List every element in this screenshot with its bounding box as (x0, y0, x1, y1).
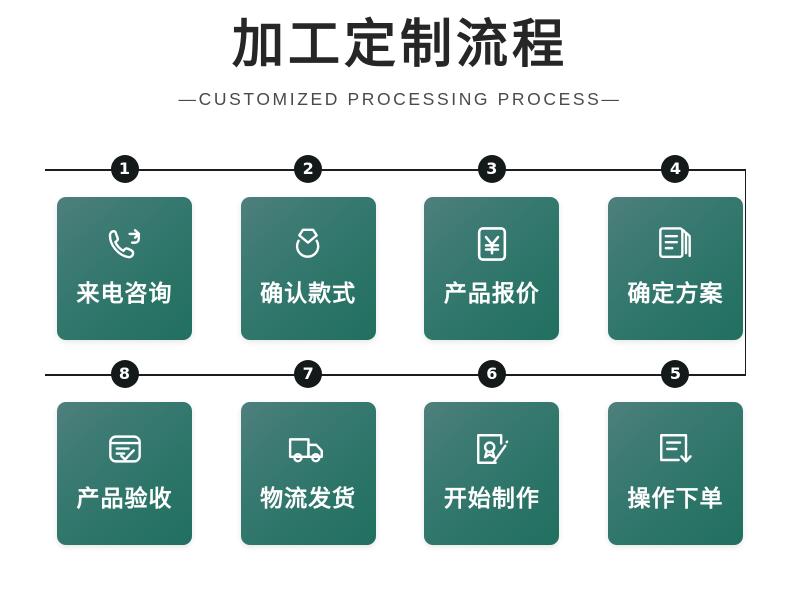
step-badge-number: 6 (477, 360, 506, 388)
step-card[interactable]: 开始制作 (424, 402, 560, 545)
connector-line-right (744, 169, 747, 376)
page-subtitle: —CUSTOMIZED PROCESSING PROCESS— (178, 89, 622, 109)
step-label: 确认款式 (260, 281, 357, 307)
step-badge-number: 3 (477, 155, 506, 183)
process-step-5[interactable]: 5 操作下单 (607, 360, 743, 545)
step-card[interactable]: 确定方案 (607, 197, 743, 340)
step-card[interactable]: 确认款式 (240, 197, 376, 340)
step-badge-number: 4 (661, 155, 690, 183)
document-download-icon (652, 426, 698, 472)
step-card[interactable]: 产品报价 (424, 197, 560, 340)
step-badge-number: 5 (661, 360, 690, 388)
connector-line-bottom (45, 374, 746, 376)
phone-forward-icon (102, 221, 148, 267)
step-label: 确定方案 (627, 281, 724, 307)
connector-line-top (45, 169, 746, 171)
diamond-ring-icon (285, 221, 331, 267)
delivery-truck-icon (285, 426, 331, 472)
step-badge-number: 1 (110, 155, 139, 183)
design-document-pen-icon (469, 426, 515, 472)
step-label: 产品验收 (76, 486, 173, 512)
process-step-6[interactable]: 6 开始制作 (424, 360, 560, 545)
step-card[interactable]: 物流发货 (240, 402, 376, 545)
step-badge-number: 2 (294, 155, 323, 183)
process-step-4[interactable]: 4 确定方案 (607, 155, 743, 340)
process-step-8[interactable]: 8 产品验收 (57, 360, 192, 545)
documents-stack-icon (652, 221, 698, 267)
process-step-2[interactable]: 2 确认款式 (240, 155, 376, 340)
step-badge-number: 7 (294, 360, 323, 388)
step-badge-number: 8 (110, 360, 139, 388)
process-step-1[interactable]: 1 来电咨询 (57, 155, 192, 340)
process-row-1: 1 来电咨询 2 (57, 155, 743, 340)
header: 加工定制流程 —CUSTOMIZED PROCESSING PROCESS— (0, 0, 800, 110)
process-step-7[interactable]: 7 物流发货 (240, 360, 376, 545)
process-row-2: 8 产品验收 7 (57, 360, 743, 545)
step-card[interactable]: 来电咨询 (57, 197, 192, 340)
step-label: 产品报价 (443, 281, 540, 307)
checklist-box-icon (102, 426, 148, 472)
step-label: 开始制作 (443, 486, 540, 512)
page-title: 加工定制流程 (231, 15, 568, 75)
yen-price-icon (469, 221, 515, 267)
step-card[interactable]: 操作下单 (607, 402, 743, 545)
step-label: 物流发货 (260, 486, 357, 512)
process-step-3[interactable]: 3 产品报价 (424, 155, 560, 340)
step-label: 操作下单 (627, 486, 724, 512)
step-label: 来电咨询 (76, 281, 173, 307)
step-card[interactable]: 产品验收 (57, 402, 192, 545)
